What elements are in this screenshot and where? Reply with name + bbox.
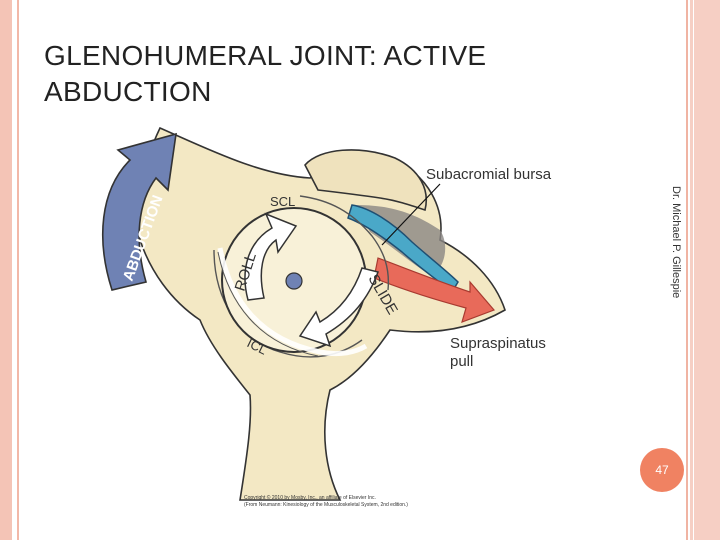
supraspinatus-muscle-shape [373,257,496,323]
author-sidebar: Dr. Michael P. Gillespie [668,186,684,326]
center-of-rotation-dot [285,272,303,290]
capsule-upper [299,195,390,291]
slide-right-border-highlight [693,0,694,540]
roll-arrow [244,212,298,301]
abduction-arrow [101,132,177,291]
slide-title-line1: GLENOHUMERAL JOINT: ACTIVE [44,40,487,71]
bursa-label-pointer [381,183,441,246]
page-number-badge: 47 [640,448,684,492]
slide-left-border [0,0,12,540]
inferior-ligament-outline [217,251,319,357]
acromion-shape [304,149,427,212]
slide-left-border-line [17,0,19,540]
supraspinatus-label-line1: Supraspinatus [450,335,546,352]
copyright-line1: Copyright © 2010 by Mosby, Inc., an affi… [244,495,376,501]
supraspinatus-pull-label: Supraspinatus pull [450,335,546,371]
slide-right-border-line [686,0,688,540]
copyright-line2: (From Neumann: Kinesiology of the Muscul… [244,502,408,508]
supraspinatus-label-line2: pull [450,353,474,370]
slide-title: GLENOHUMERAL JOINT: ACTIVE ABDUCTION [44,38,604,110]
figure-credit: Copyright © 2010 by Mosby, Inc., an affi… [244,495,408,509]
author-name: Dr. Michael P. Gillespie [670,186,682,299]
slide-arrow [298,267,379,348]
scl-label: SCL [270,194,295,209]
subacromial-bursa-label: Subacromial bursa [426,166,552,183]
slide-right-border [690,0,720,540]
inferior-ligament [217,247,368,357]
slide-title-line2: ABDUCTION [44,76,212,107]
